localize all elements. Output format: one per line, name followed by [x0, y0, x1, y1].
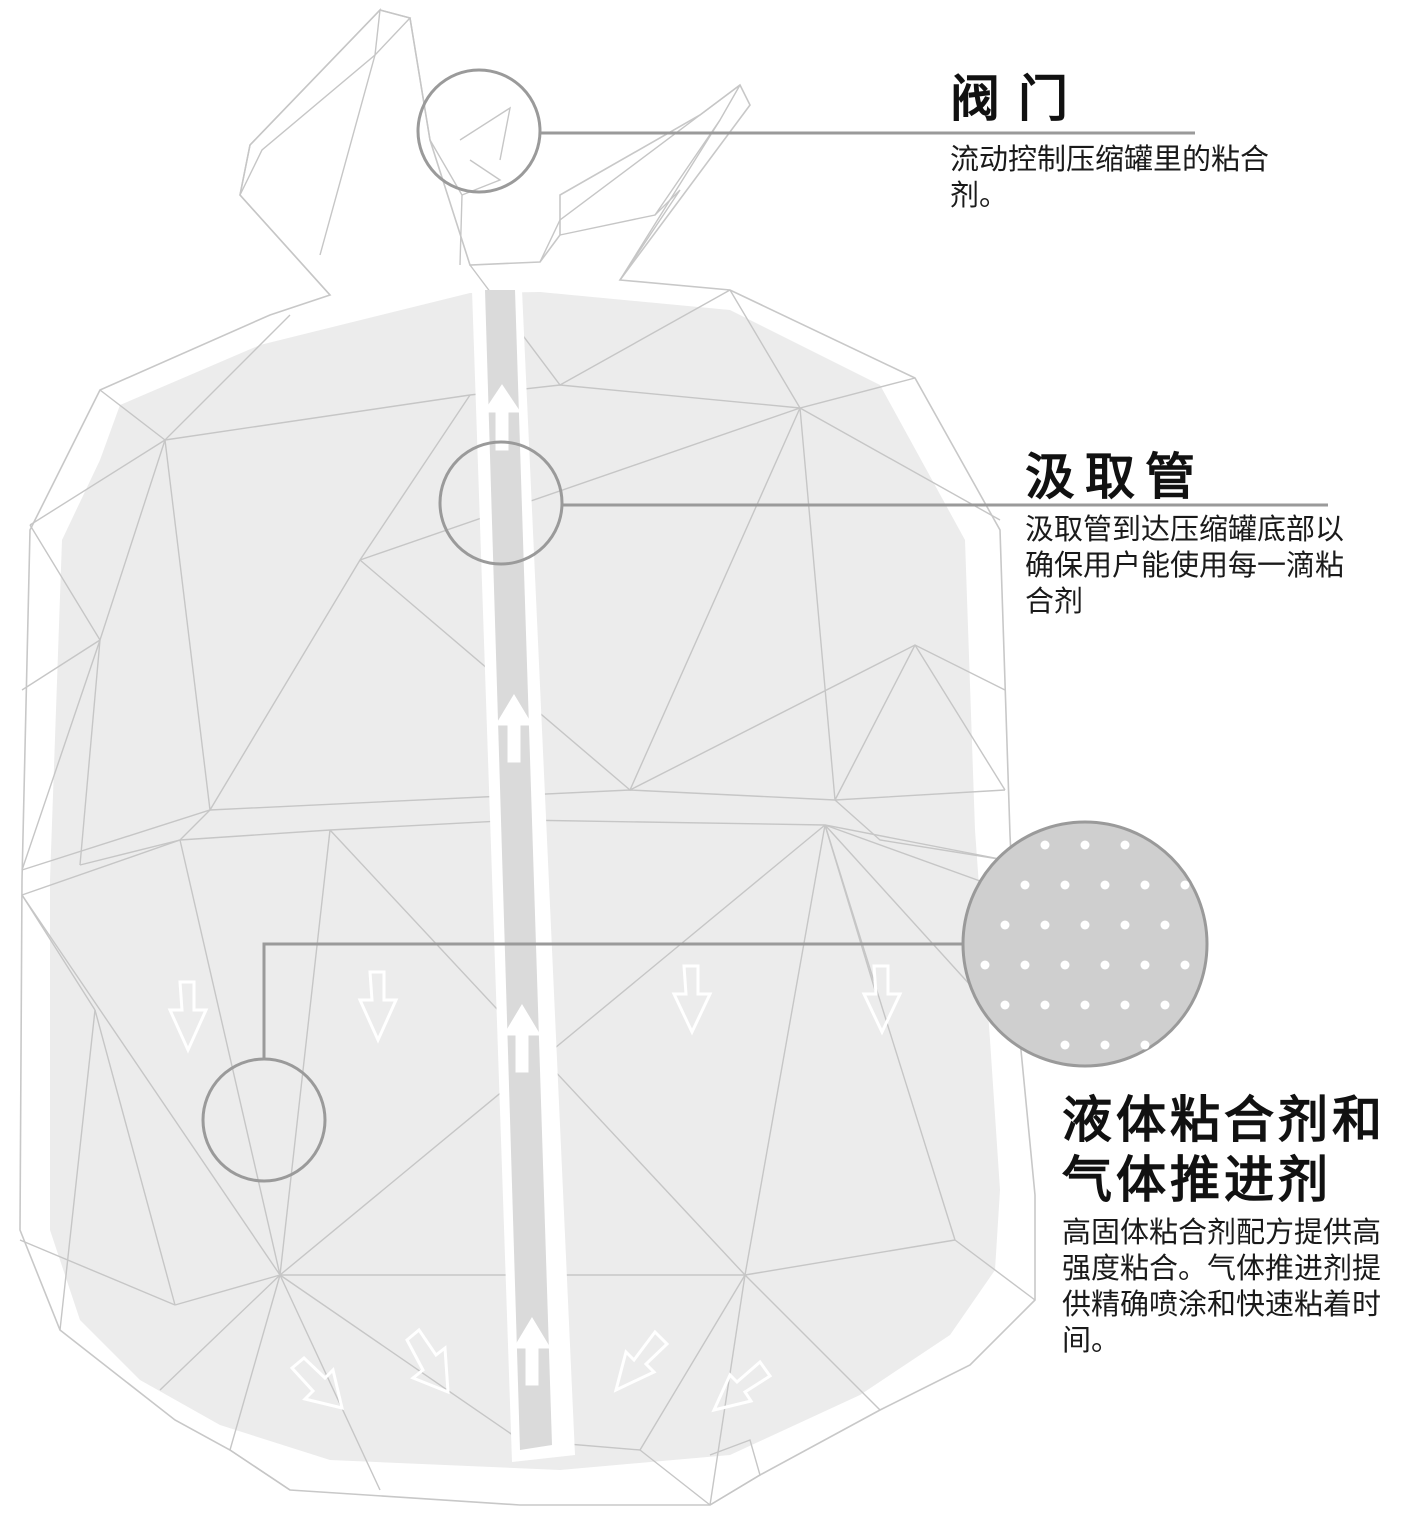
down-arrow-icon	[405, 1327, 450, 1395]
dip-tube-callout	[438, 440, 1328, 566]
valve-title: 阀门	[950, 70, 1086, 128]
down-arrow-icon	[613, 1329, 670, 1393]
downflow-arrows	[167, 964, 903, 1413]
down-arrow-icon	[671, 964, 713, 1036]
adhesive-description: 高固体粘合剂配方提供高强度粘合。气体推进剂提供精确喷涂和快速粘着时间。	[1062, 1215, 1382, 1357]
up-arrow-icon	[495, 694, 533, 763]
down-arrow-icon	[861, 964, 903, 1036]
upper-handle-facets	[239, 8, 741, 296]
adhesive-label: 液体粘合剂和 气体推进剂 高固体粘合剂配方提供高强度粘合。气体推进剂提供精确喷涂…	[1062, 1090, 1397, 1358]
valve-callout	[416, 68, 1195, 194]
dip-tube-title: 汲取管	[1025, 448, 1205, 506]
dip-tube	[472, 290, 575, 1462]
down-arrow-icon	[167, 980, 209, 1054]
adhesive-title-line1: 液体粘合剂和	[1062, 1091, 1386, 1149]
down-arrow-icon	[357, 970, 399, 1044]
magnified-mixture-circle	[961, 820, 1209, 1068]
up-arrow-icon	[513, 1317, 551, 1386]
adhesive-title-line2: 气体推进剂	[1062, 1151, 1332, 1209]
valve-description: 流动控制压缩罐里的粘合剂。	[950, 142, 1270, 212]
dip-tube-description: 汲取管到达压缩罐底部以确保用户能使用每一滴粘合剂	[1025, 512, 1345, 618]
down-arrow-icon	[711, 1359, 773, 1413]
upflow-arrows	[483, 384, 551, 1386]
up-arrow-icon	[503, 1004, 541, 1073]
down-arrow-icon	[289, 1355, 345, 1411]
dip-tube-label: 汲取管 汲取管到达压缩罐底部以确保用户能使用每一滴粘合剂	[1025, 450, 1365, 619]
mixture-dots	[980, 840, 1190, 1050]
up-arrow-icon	[483, 384, 521, 451]
adhesive-callout	[201, 820, 1209, 1183]
valve-label: 阀门 流动控制压缩罐里的粘合剂。	[950, 72, 1295, 213]
